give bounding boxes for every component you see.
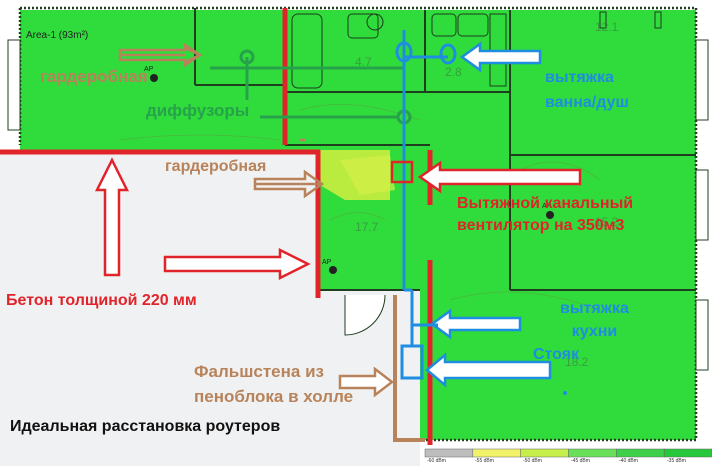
- heatmap-floor: [0, 10, 696, 466]
- diagram-caption: Идеальная расстановка роутеров: [10, 418, 281, 435]
- duct-lines: [395, 30, 457, 345]
- false-wall-arrow: [338, 366, 395, 398]
- riser-label: Стояк: [533, 346, 580, 363]
- signal-legend: [424, 448, 712, 458]
- room-number: 18.2: [565, 355, 589, 369]
- duct-fan-box: [390, 160, 414, 184]
- interior-walls: [194, 8, 696, 291]
- wardrobe-label-2: гардеробная: [165, 158, 267, 175]
- legend-label: -40 dBm: [619, 458, 638, 464]
- kitchen-exhaust-label: вытяжка кухни: [560, 300, 629, 341]
- room-number: 4.7: [355, 55, 372, 69]
- diffusers-label: диффузоры: [146, 101, 250, 120]
- room-number: 12.1: [595, 20, 619, 34]
- blue-arrows: [425, 41, 552, 388]
- wardrobe-markers: [118, 42, 325, 199]
- bathroom-fixtures: [291, 11, 662, 89]
- legend-label: -45 dBm: [571, 458, 590, 464]
- duct-fan-label: Вытяжной канальный вентилятор на 350м3: [457, 195, 634, 235]
- legend-label: -50 dBm: [523, 458, 542, 464]
- red-arrows: [94, 157, 582, 281]
- area-label: Area-1 (93m²): [26, 30, 89, 41]
- legend-label: -60 dBm: [427, 458, 446, 464]
- bath-exhaust-label: вытяжка ванна/душ: [545, 69, 629, 111]
- access-point-label: AP: [322, 259, 332, 266]
- access-point-label: AP: [542, 203, 552, 210]
- windows: [7, 39, 709, 371]
- wardrobe-label: гардеробная: [40, 67, 148, 86]
- diffuser-markers: [210, 49, 412, 125]
- red-walls: [0, 8, 433, 445]
- legend-label: -35 dBm: [667, 458, 686, 464]
- riser-box: [400, 344, 424, 380]
- room-number: 15.2: [595, 215, 619, 229]
- room-number: 2.8: [445, 65, 462, 79]
- door-arc: [344, 294, 386, 336]
- legend-band: [663, 448, 712, 458]
- false-wall: [393, 295, 425, 442]
- room-number: 17.7: [355, 220, 379, 234]
- signal-legend-labels: -60 dBm -55 dBm -50 dBm -45 dBm -40 dBm …: [425, 449, 712, 466]
- access-point-markers: [150, 74, 567, 395]
- false-wall-label: Фальшстена из пеноблока в холле: [194, 362, 354, 406]
- legend-label: -55 dBm: [475, 458, 494, 464]
- access-point-label: AP: [144, 66, 154, 73]
- concrete-label: Бетон толщиной 220 мм: [6, 292, 197, 309]
